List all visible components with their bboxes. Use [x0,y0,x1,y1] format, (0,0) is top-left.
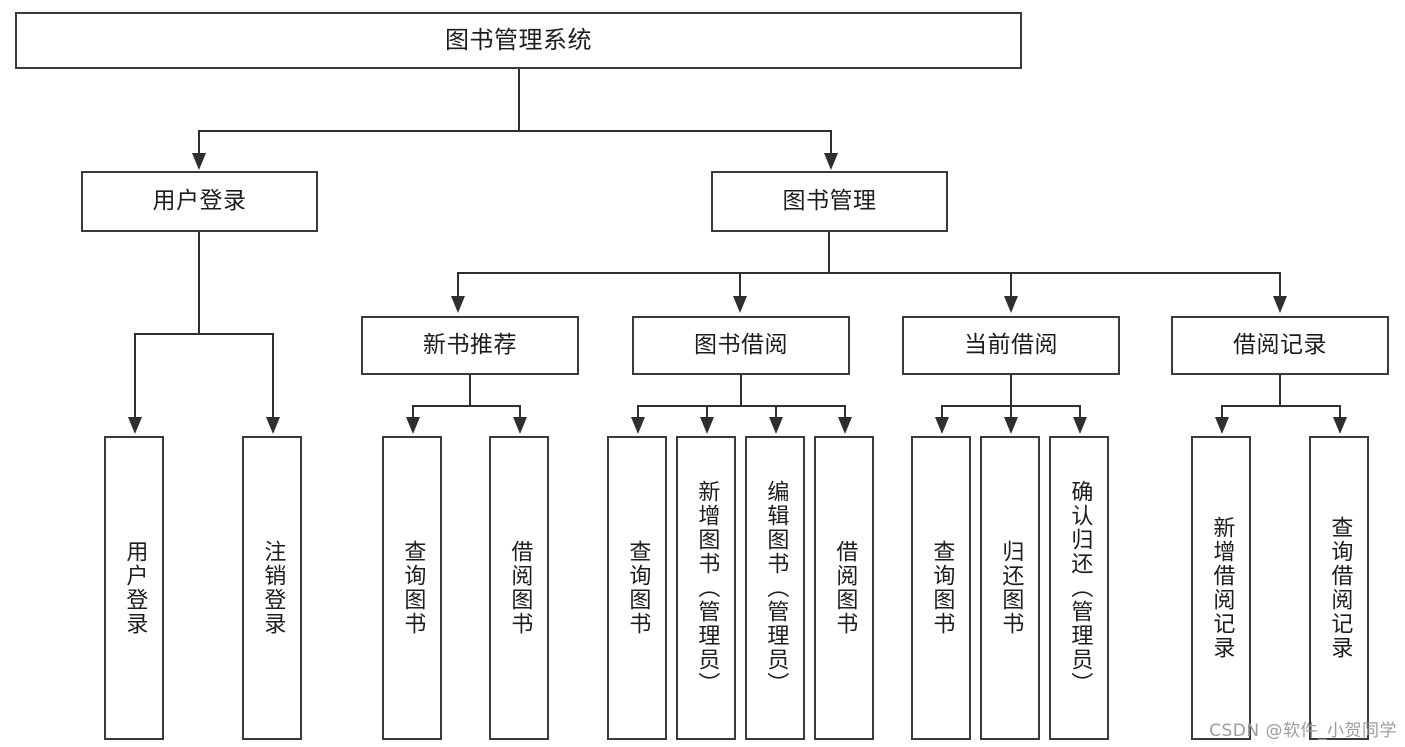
arrow-new-book-leaf2 [513,417,527,434]
node-label: 借阅图书 [507,540,533,636]
edge-current-borrow-leaf2 [1010,405,1012,419]
edge-user-login-bar [134,333,274,335]
arrow-book-borrow-leaf3 [769,417,783,434]
node-current-borrow[interactable]: 当前借阅 [902,316,1120,375]
node-label: 查询图书 [625,540,651,636]
edge-user-login-leaf2 [272,333,274,419]
arrow-book-borrow-leaf4 [838,417,852,434]
edge-user-login-stem [198,232,200,333]
node-label: 用户登录 [122,540,148,636]
node-label: 新书推荐 [423,331,517,358]
arrow-borrow-record-leaf1 [1215,417,1229,434]
node-label: 当前借阅 [964,331,1058,358]
node-label: 借阅图书 [832,540,858,636]
edge-borrow-record-stem [1279,375,1281,405]
edge-current-borrow-leaf1 [941,405,943,419]
node-label: 归还图书 [998,540,1024,636]
arrow-book-borrow-leaf1 [631,417,645,434]
edge-to-book-borrow [739,272,741,298]
leaf-confirm-return[interactable]: 确认归还（管理员） [1049,436,1109,740]
edge-book-borrow-stem [740,375,742,405]
arrow-current-borrow-leaf3 [1073,417,1087,434]
arrow-to-borrow-record [1273,296,1287,313]
leaf-edit-book[interactable]: 编辑图书（管理员） [745,436,805,740]
edge-book-borrow-leaf4 [844,405,846,419]
leaf-logout-login[interactable]: 注销登录 [242,436,302,740]
edge-current-borrow-leaf3 [1079,405,1081,419]
node-label: 注销登录 [260,540,286,636]
leaf-add-book[interactable]: 新增图书（管理员） [676,436,736,740]
arrow-to-user-login [192,153,206,170]
edge-user-login-leaf1 [134,333,136,419]
leaf-return-book[interactable]: 归还图书 [980,436,1040,740]
node-borrow-record[interactable]: 借阅记录 [1171,316,1389,375]
edge-new-book-stem [469,375,471,405]
node-label: 查询借阅记录 [1327,516,1353,660]
edge-book-manage-stem [828,232,830,274]
edge-level3-bar [457,272,1281,274]
edge-to-book-manage [830,130,832,155]
edge-borrow-record-leaf2 [1339,405,1341,419]
arrow-borrow-record-leaf2 [1333,417,1347,434]
node-label: 用户登录 [152,187,247,214]
edge-book-borrow-leaf3 [775,405,777,419]
leaf-query-borrow-record[interactable]: 查询借阅记录 [1309,436,1369,740]
arrow-current-borrow-leaf2 [1004,417,1018,434]
node-label: 新增借阅记录 [1209,516,1235,660]
arrow-book-borrow-leaf2 [700,417,714,434]
node-user-login[interactable]: 用户登录 [81,171,318,232]
arrow-to-current-borrow [1004,296,1018,313]
leaf-add-borrow-record[interactable]: 新增借阅记录 [1191,436,1251,740]
arrow-new-book-leaf1 [406,417,420,434]
leaf-query-book-2[interactable]: 查询图书 [607,436,667,740]
edge-to-user-login [198,130,200,155]
leaf-borrow-book-1[interactable]: 借阅图书 [489,436,549,740]
edge-new-book-leaf2 [519,405,521,419]
edge-borrow-record-bar [1221,405,1340,407]
node-label: 编辑图书（管理员） [763,480,789,696]
leaf-borrow-book-2[interactable]: 借阅图书 [814,436,874,740]
arrow-user-login-leaf1 [128,417,142,434]
node-label: 确认归还（管理员） [1067,480,1093,696]
node-book-borrow[interactable]: 图书借阅 [632,316,850,375]
edge-book-borrow-leaf1 [637,405,639,419]
edge-borrow-record-leaf1 [1221,405,1223,419]
arrow-user-login-leaf2 [266,417,280,434]
arrow-to-new-book-recommend [451,296,465,313]
leaf-user-login[interactable]: 用户登录 [104,436,164,740]
arrow-current-borrow-leaf1 [935,417,949,434]
node-label: 图书管理系统 [445,26,592,55]
edge-to-borrow-record [1279,272,1281,298]
node-label: 借阅记录 [1233,331,1327,358]
node-book-manage[interactable]: 图书管理 [711,171,948,232]
arrow-to-book-borrow [733,296,747,313]
leaf-query-book-3[interactable]: 查询图书 [911,436,971,740]
node-root-book-management-system[interactable]: 图书管理系统 [15,12,1022,69]
watermark: CSDN @软件_小贺同学 [1209,721,1397,741]
node-label: 新增图书（管理员） [694,480,720,696]
edge-root-stem [518,69,520,130]
edge-new-book-bar [412,405,520,407]
edge-new-book-leaf1 [412,405,414,419]
node-label: 图书借阅 [694,331,788,358]
edge-book-borrow-leaf2 [706,405,708,419]
leaf-query-book-1[interactable]: 查询图书 [382,436,442,740]
node-label: 查询图书 [929,540,955,636]
node-label: 图书管理 [782,187,877,214]
arrow-to-book-manage [824,153,838,170]
edge-current-borrow-stem [1010,375,1012,405]
node-label: 查询图书 [400,540,426,636]
node-new-book-recommend[interactable]: 新书推荐 [361,316,579,375]
edge-book-borrow-bar [637,405,845,407]
edge-to-current-borrow [1010,272,1012,298]
edge-root-bar [198,130,832,132]
edge-to-new-book-recommend [457,272,459,298]
